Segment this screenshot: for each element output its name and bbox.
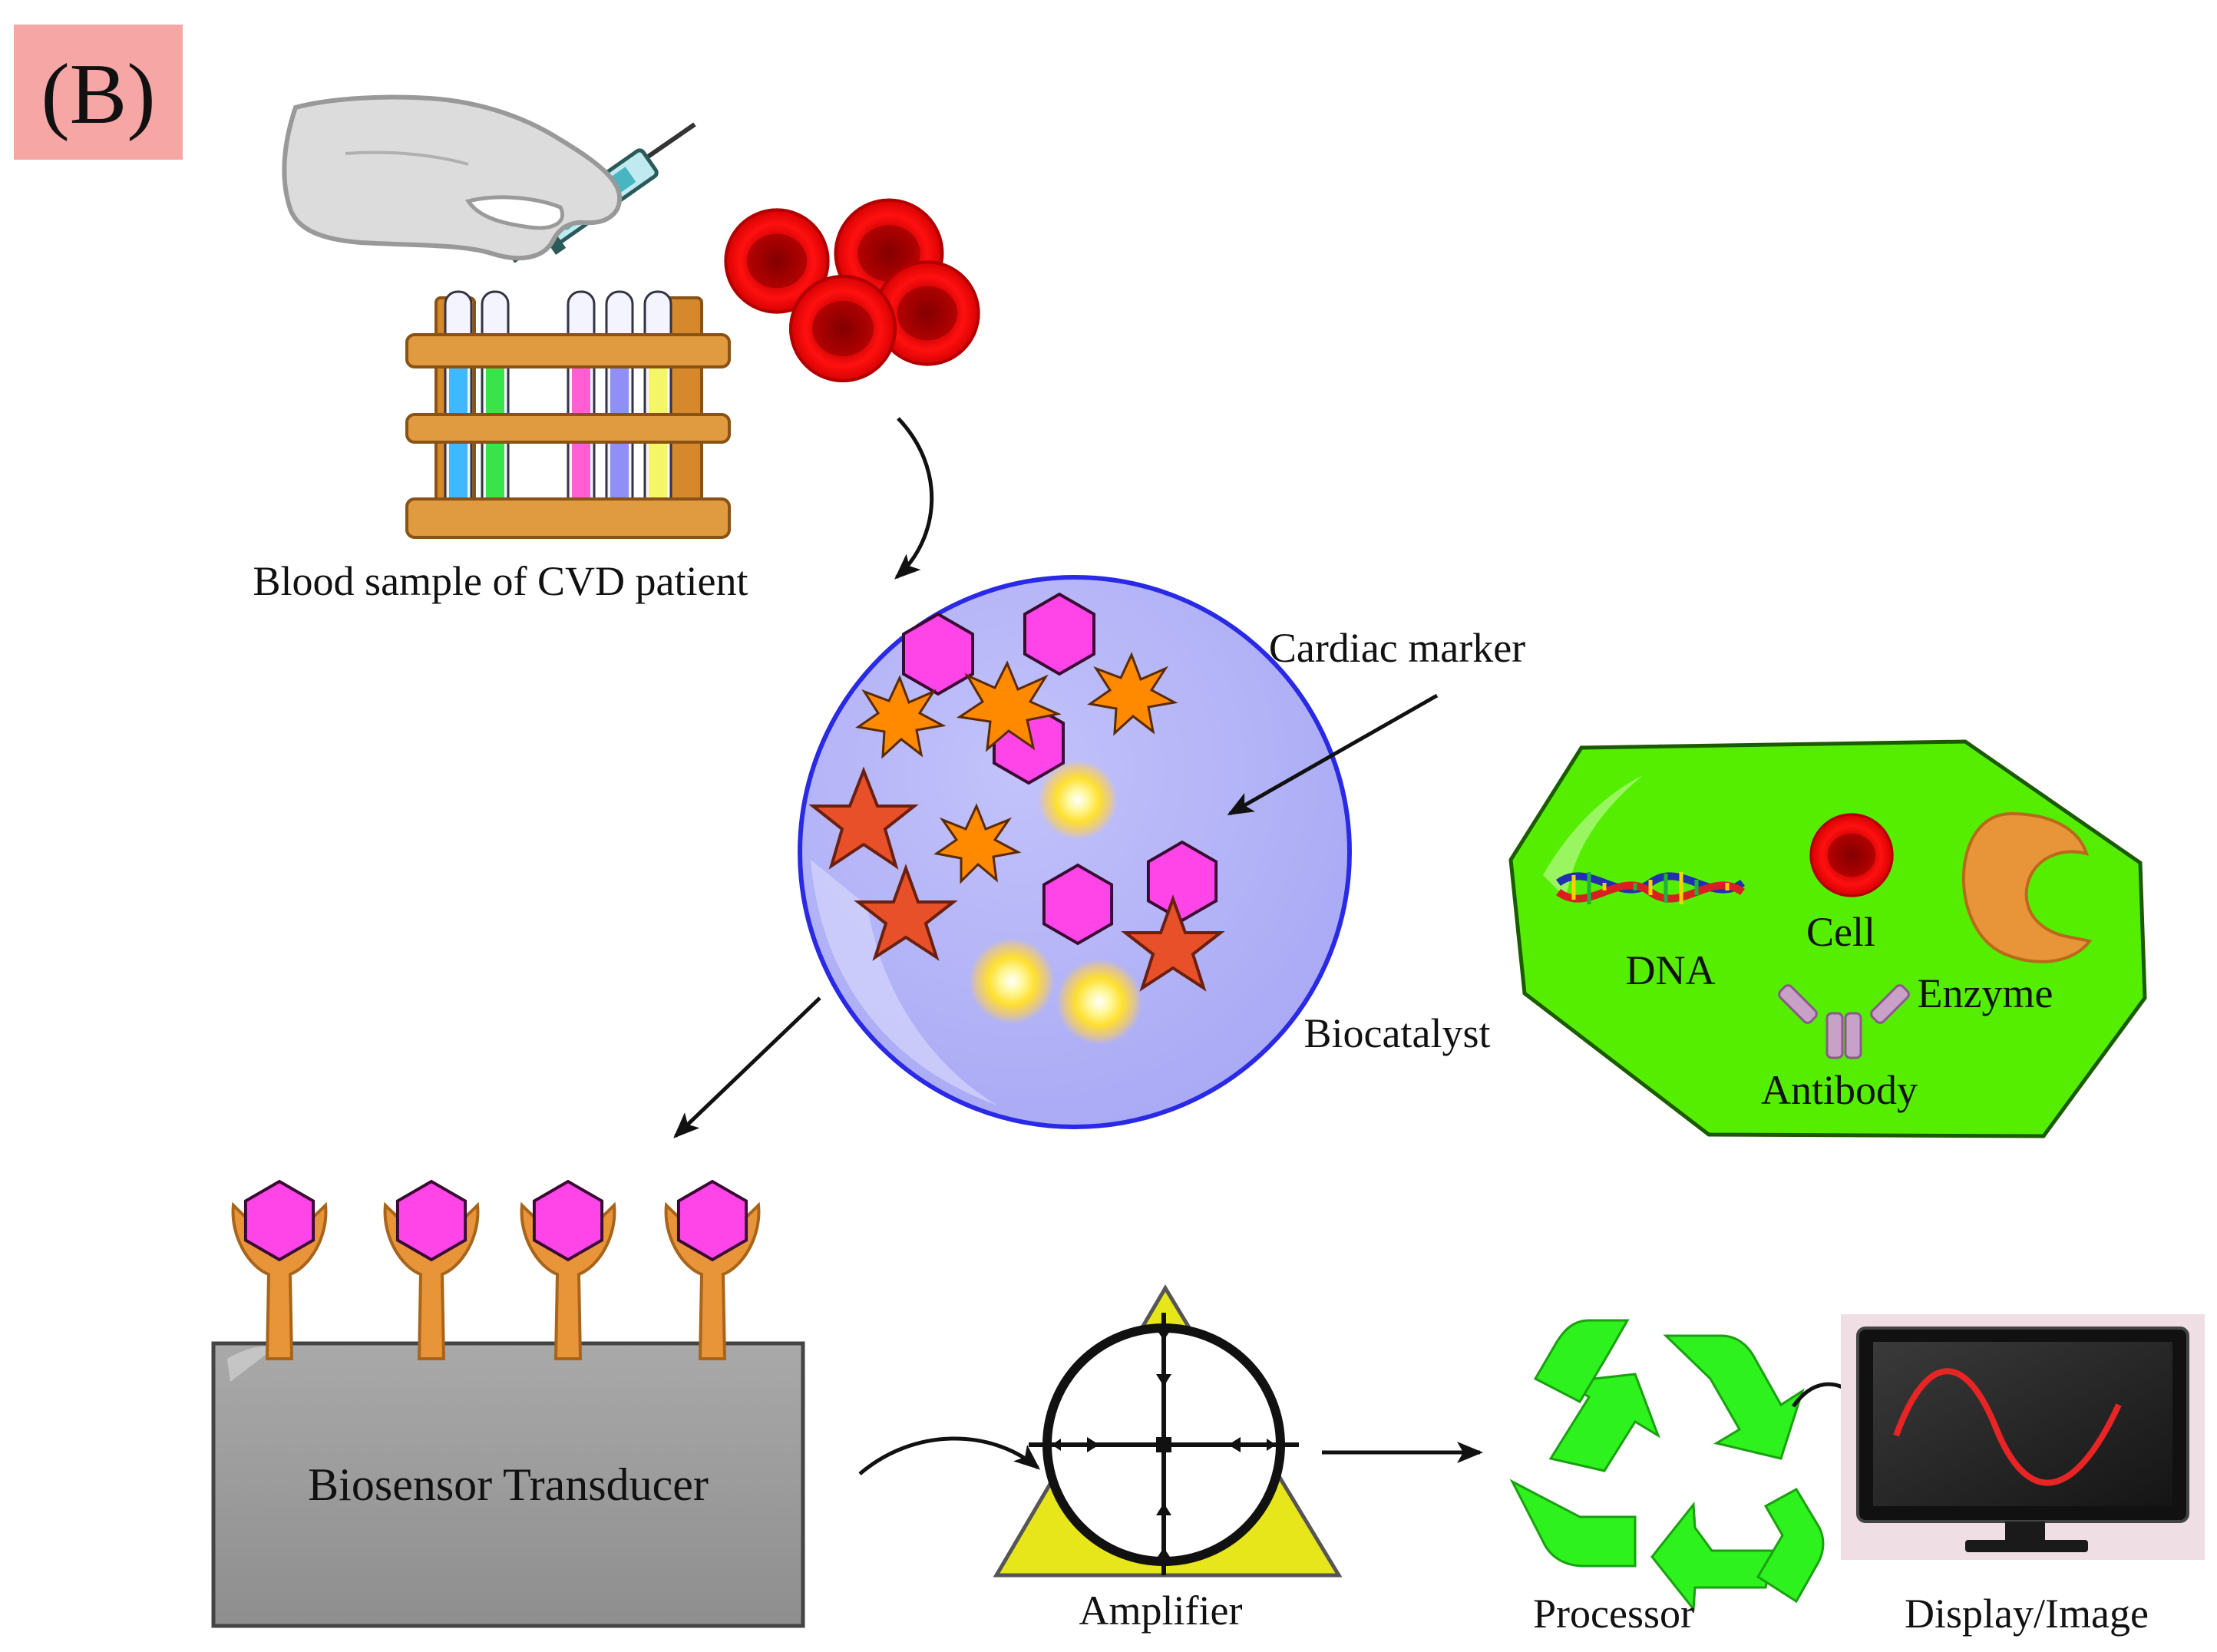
glowing-marker-icon	[969, 760, 1142, 1045]
blood-sample-label: Blood sample of CVD patient	[253, 558, 748, 604]
display-monitor-icon	[1841, 1314, 2205, 1560]
arrow-cardiac-marker	[1227, 693, 1439, 816]
enzyme-label: Enzyme	[1918, 970, 2053, 1016]
biocatalyst-panel: DNA Cell Enzyme Antibody	[1508, 739, 2147, 1138]
biocatalyst-label: Biocatalyst	[1304, 1010, 1491, 1056]
antibody-icon	[1778, 984, 1910, 1059]
arrow-markers-to-transducer	[673, 996, 821, 1138]
cell-icon	[1808, 811, 1895, 899]
biosensor-transducer	[211, 1180, 805, 1628]
svg-text:(B): (B)	[41, 47, 155, 142]
enzyme-icon	[1962, 811, 2093, 963]
display-label: Display/Image	[1905, 1591, 2149, 1637]
star-marker-icon	[808, 766, 1225, 992]
receptor-row	[231, 1180, 761, 1360]
dna-label: DNA	[1626, 947, 1716, 993]
transducer-label: Biosensor Transducer	[308, 1459, 709, 1510]
panel-label: (B)	[14, 25, 183, 160]
processor-label: Processor	[1533, 1591, 1694, 1637]
arrow-transducer-to-amplifier	[858, 1436, 1041, 1475]
test-tube-rack-icon	[405, 290, 731, 539]
amplifier-icon	[993, 1284, 1343, 1578]
antibody-label: Antibody	[1761, 1067, 1918, 1113]
cell-label: Cell	[1806, 909, 1875, 955]
cardiac-marker-disc	[798, 575, 1352, 1129]
processor-recycle-icon	[1509, 1319, 1825, 1612]
arrow-sample-to-markers	[894, 417, 934, 580]
red-blood-cells-icon	[722, 199, 982, 384]
dna-icon	[1556, 872, 1745, 904]
gloved-hand-syringe-icon	[282, 94, 696, 263]
cardiac-marker-label: Cardiac marker	[1269, 625, 1525, 671]
amplifier-label: Amplifier	[1079, 1588, 1243, 1634]
starburst-marker-icon	[855, 652, 1178, 884]
